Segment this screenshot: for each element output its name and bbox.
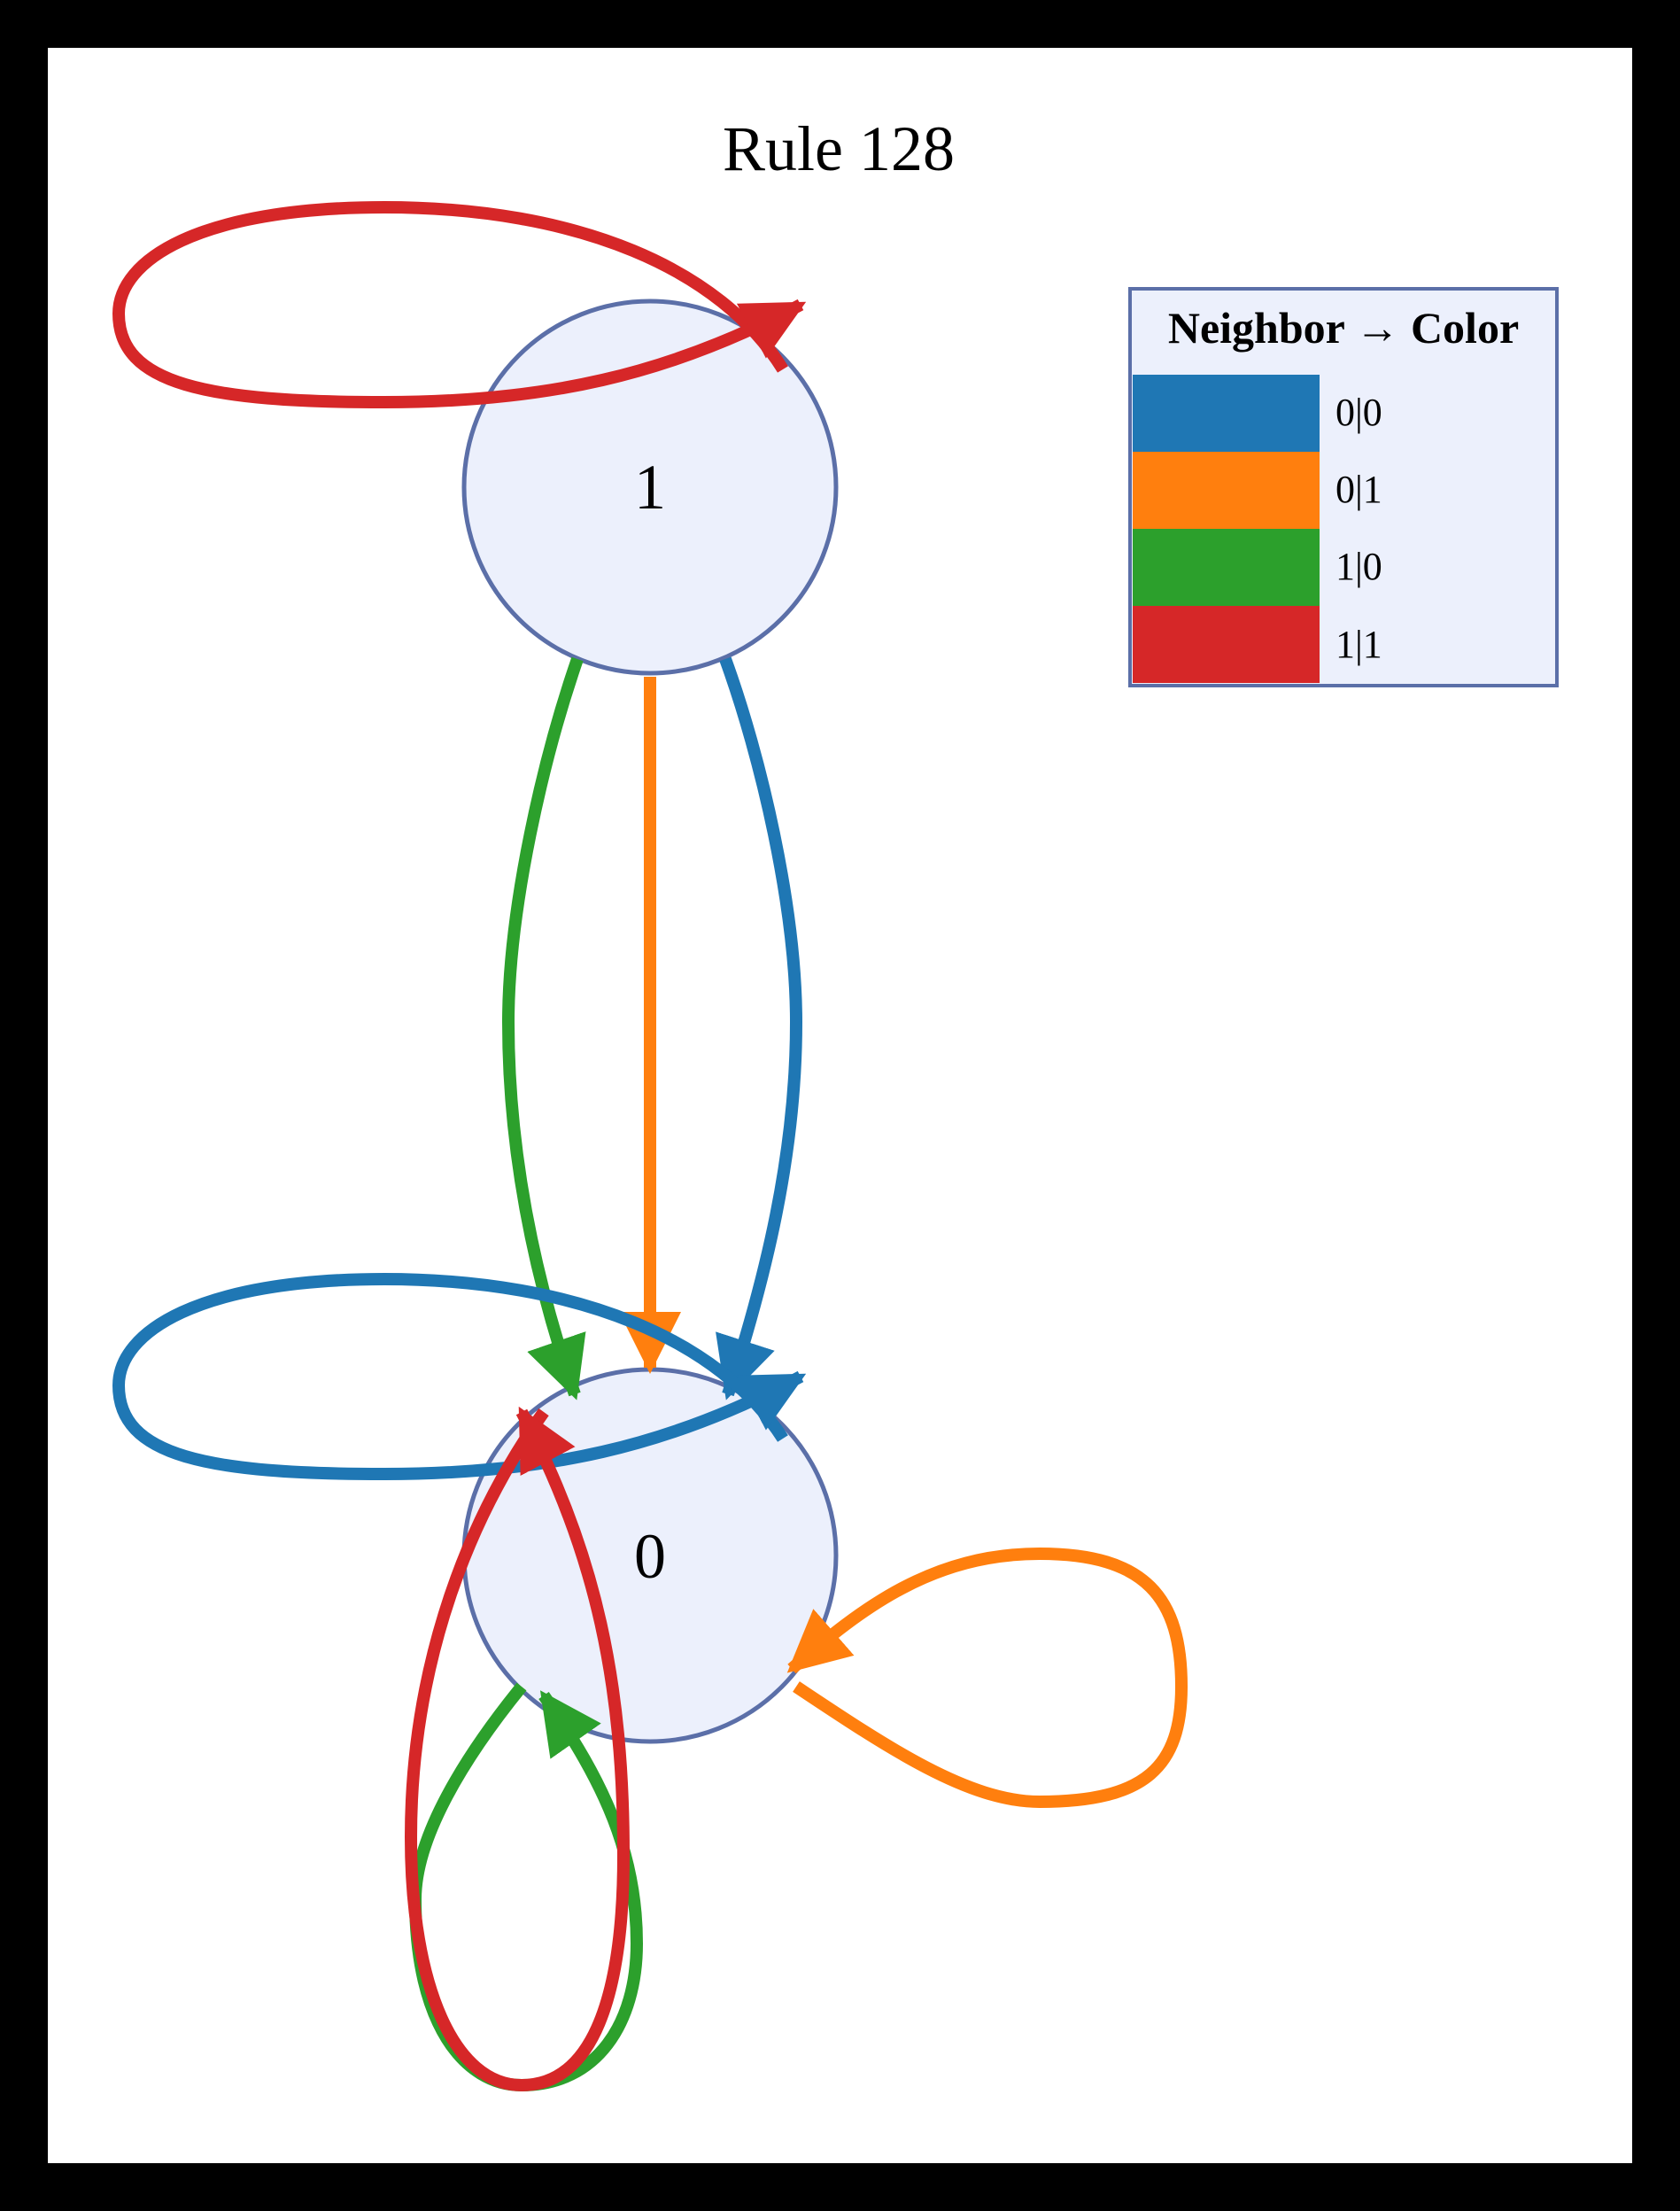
legend-title: Neighbor → Color — [1168, 303, 1519, 353]
legend-label-1-1: 1|1 — [1335, 623, 1382, 666]
node-1-label: 1 — [634, 452, 666, 523]
legend-label-1-0: 1|0 — [1335, 545, 1382, 588]
legend-item-0-0: 0|0 — [1133, 375, 1382, 452]
legend-item-1-1: 1|1 — [1133, 606, 1382, 683]
state-diagram: Rule 128 1 0 Neighbor → Color 0|0 — [112, 113, 1559, 2092]
legend-swatch-0-1 — [1133, 452, 1320, 529]
legend-swatch-0-0 — [1133, 375, 1320, 452]
diagram-title: Rule 128 — [723, 113, 955, 184]
legend-swatch-1-1 — [1133, 606, 1320, 683]
legend-swatch-1-0 — [1133, 529, 1320, 606]
legend-item-1-0: 1|0 — [1133, 529, 1382, 606]
edge-0-to-0-red — [404, 1406, 631, 2092]
edge-1-to-0-blue — [716, 656, 803, 1400]
diagram-canvas: Rule 128 1 0 Neighbor → Color 0|0 — [48, 48, 1632, 2163]
edge-1-to-0-green — [501, 656, 586, 1400]
edge-0-to-0-orange — [786, 1547, 1188, 1809]
node-0-label: 0 — [634, 1521, 666, 1592]
legend-label-0-0: 0|0 — [1335, 391, 1382, 434]
legend-label-0-1: 0|1 — [1335, 468, 1382, 511]
legend-item-0-1: 0|1 — [1133, 452, 1382, 529]
edge-1-to-1-red — [112, 200, 807, 409]
legend: Neighbor → Color 0|0 0|1 1|0 1|1 — [1128, 287, 1559, 687]
